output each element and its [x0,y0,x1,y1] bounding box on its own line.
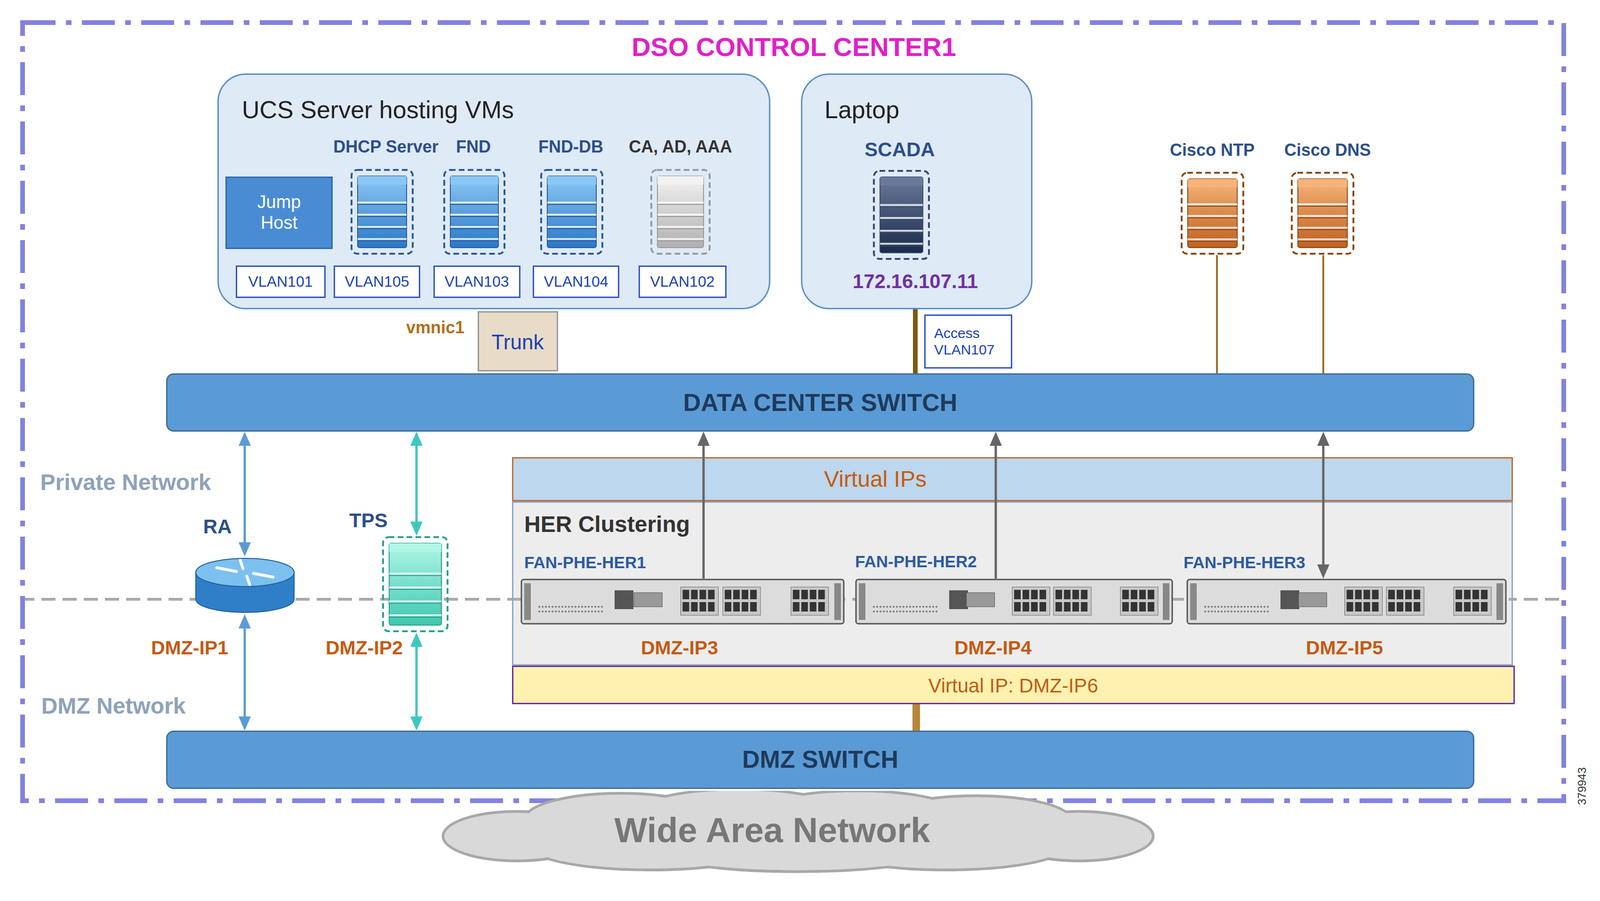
router-chassis: FAN-PHE-HER3DMZ-IP5 [1186,578,1507,625]
trunk-port: Trunk [477,311,559,372]
connector [916,704,917,731]
router-drawing [193,556,296,615]
node-text: DMZ-IP1 [151,636,229,659]
router-icon: RADMZ-IP1 [193,556,296,615]
server-icon: TPSDMZ-IP2 [381,535,449,633]
server-icon: SCADA172.16.107.11 [872,169,931,261]
node-text: Jump Host [248,192,310,233]
switch-bar: DMZ SWITCH [166,730,1475,789]
cluster-box: HER ClusteringFAN-PHE-HER1DMZ-IP3FAN-PHE… [512,501,1513,666]
node-text: CA, AD, AAA [628,136,732,157]
node-text: DSO CONTROL CENTER1 [631,32,957,63]
server-icon: CA, AD, AAA [649,168,712,256]
connector [1323,255,1324,374]
node-text: FAN-PHE-HER3 [1183,552,1306,572]
node-text: Access VLAN107 [934,325,1005,358]
node-text: RA [203,515,232,538]
node-text: Virtual IP: DMZ-IP6 [928,674,1099,697]
node-text: Virtual IPs [824,465,927,492]
node-text: VLAN105 [344,272,410,291]
connector [1317,431,1330,579]
server-icon: FND [442,168,506,256]
node-text: UCS Server hosting VMs [241,96,514,125]
node-text: Wide Area Network [614,809,931,850]
jump-host-box: Jump Host [225,176,333,249]
connector [238,431,251,557]
node-text: DMZ-IP2 [325,636,403,659]
zone-label: Private Network [40,469,212,496]
connector [915,309,916,374]
control-center-region: DSO CONTROL CENTER1UCS Server hosting VM… [20,20,1567,803]
node-text: DMZ-IP4 [954,636,1032,659]
server-host-box: UCS Server hosting VMsJump HostVLAN101 DH… [217,73,771,310]
chassis-drawing [855,578,1174,625]
node-text: Cisco DNS [1284,140,1371,160]
server-drawing [381,535,449,633]
connector [410,431,423,536]
chassis-drawing [520,578,845,625]
connector [410,632,423,731]
node-text: VLAN104 [544,272,609,291]
access-port: Access VLAN107 [924,314,1013,369]
server-drawing [350,168,415,256]
node-text: Cisco NTP [1169,140,1255,160]
server-icon: DHCP Server [350,168,415,256]
figure-number: 379943 [1575,767,1589,805]
switch-bar: DATA CENTER SWITCH [166,373,1475,432]
connector [697,431,710,579]
vlan-tag: VLAN104 [532,265,620,298]
connector [1216,255,1218,374]
laptop-box: LaptopSCADA172.16.107.11 [800,73,1033,310]
vlan-tag: VLAN102 [638,265,727,298]
server-drawing [1290,171,1355,256]
vlan-tag: VLAN101 [235,265,326,298]
virtual-ip-band: Virtual IP: DMZ-IP6 [512,665,1515,704]
node-text: FND-DB [538,136,604,157]
server-drawing [442,168,506,256]
server-drawing [649,168,712,256]
router-chassis: FAN-PHE-HER2DMZ-IP4 [855,578,1174,625]
node-text: DMZ-IP3 [640,636,719,659]
node-text: FAN-PHE-HER2 [855,552,977,571]
vlan-tag: VLAN103 [433,265,521,298]
node-text: Trunk [491,330,544,355]
node-text: DATA CENTER SWITCH [683,388,958,417]
node-text: 172.16.107.11 [852,270,978,293]
router-chassis: FAN-PHE-HER1DMZ-IP3 [520,578,845,625]
node-text: SCADA [864,138,935,161]
server-icon: FND-DB [539,168,604,256]
connector [238,614,251,731]
connector [989,431,1002,579]
node-text: Laptop [824,96,900,125]
server-drawing [1180,171,1245,256]
node-text: VLAN102 [650,272,715,291]
virtual-ip-band: Virtual IPs [512,456,1513,502]
node-text: FND [456,136,491,157]
chassis-drawing [1186,578,1507,625]
node-text: VLAN103 [444,272,510,291]
port-label: vmnic1 [406,317,465,337]
node-text: DHCP Server [333,136,439,157]
wan-cloud: Wide Area Network [428,790,1168,873]
server-icon: Cisco NTP [1180,171,1245,256]
node-text: HER Clustering [524,511,690,537]
server-drawing [539,168,604,256]
vlan-tag: VLAN105 [333,265,421,298]
node-text: DMZ SWITCH [742,745,899,774]
node-text: TPS [349,509,388,532]
server-drawing [872,169,931,261]
zone-label: DMZ Network [41,692,186,719]
node-text: VLAN101 [248,272,313,291]
node-text: FAN-PHE-HER1 [524,552,647,572]
server-icon: Cisco DNS [1290,171,1355,256]
node-text: DMZ-IP5 [1305,636,1384,659]
